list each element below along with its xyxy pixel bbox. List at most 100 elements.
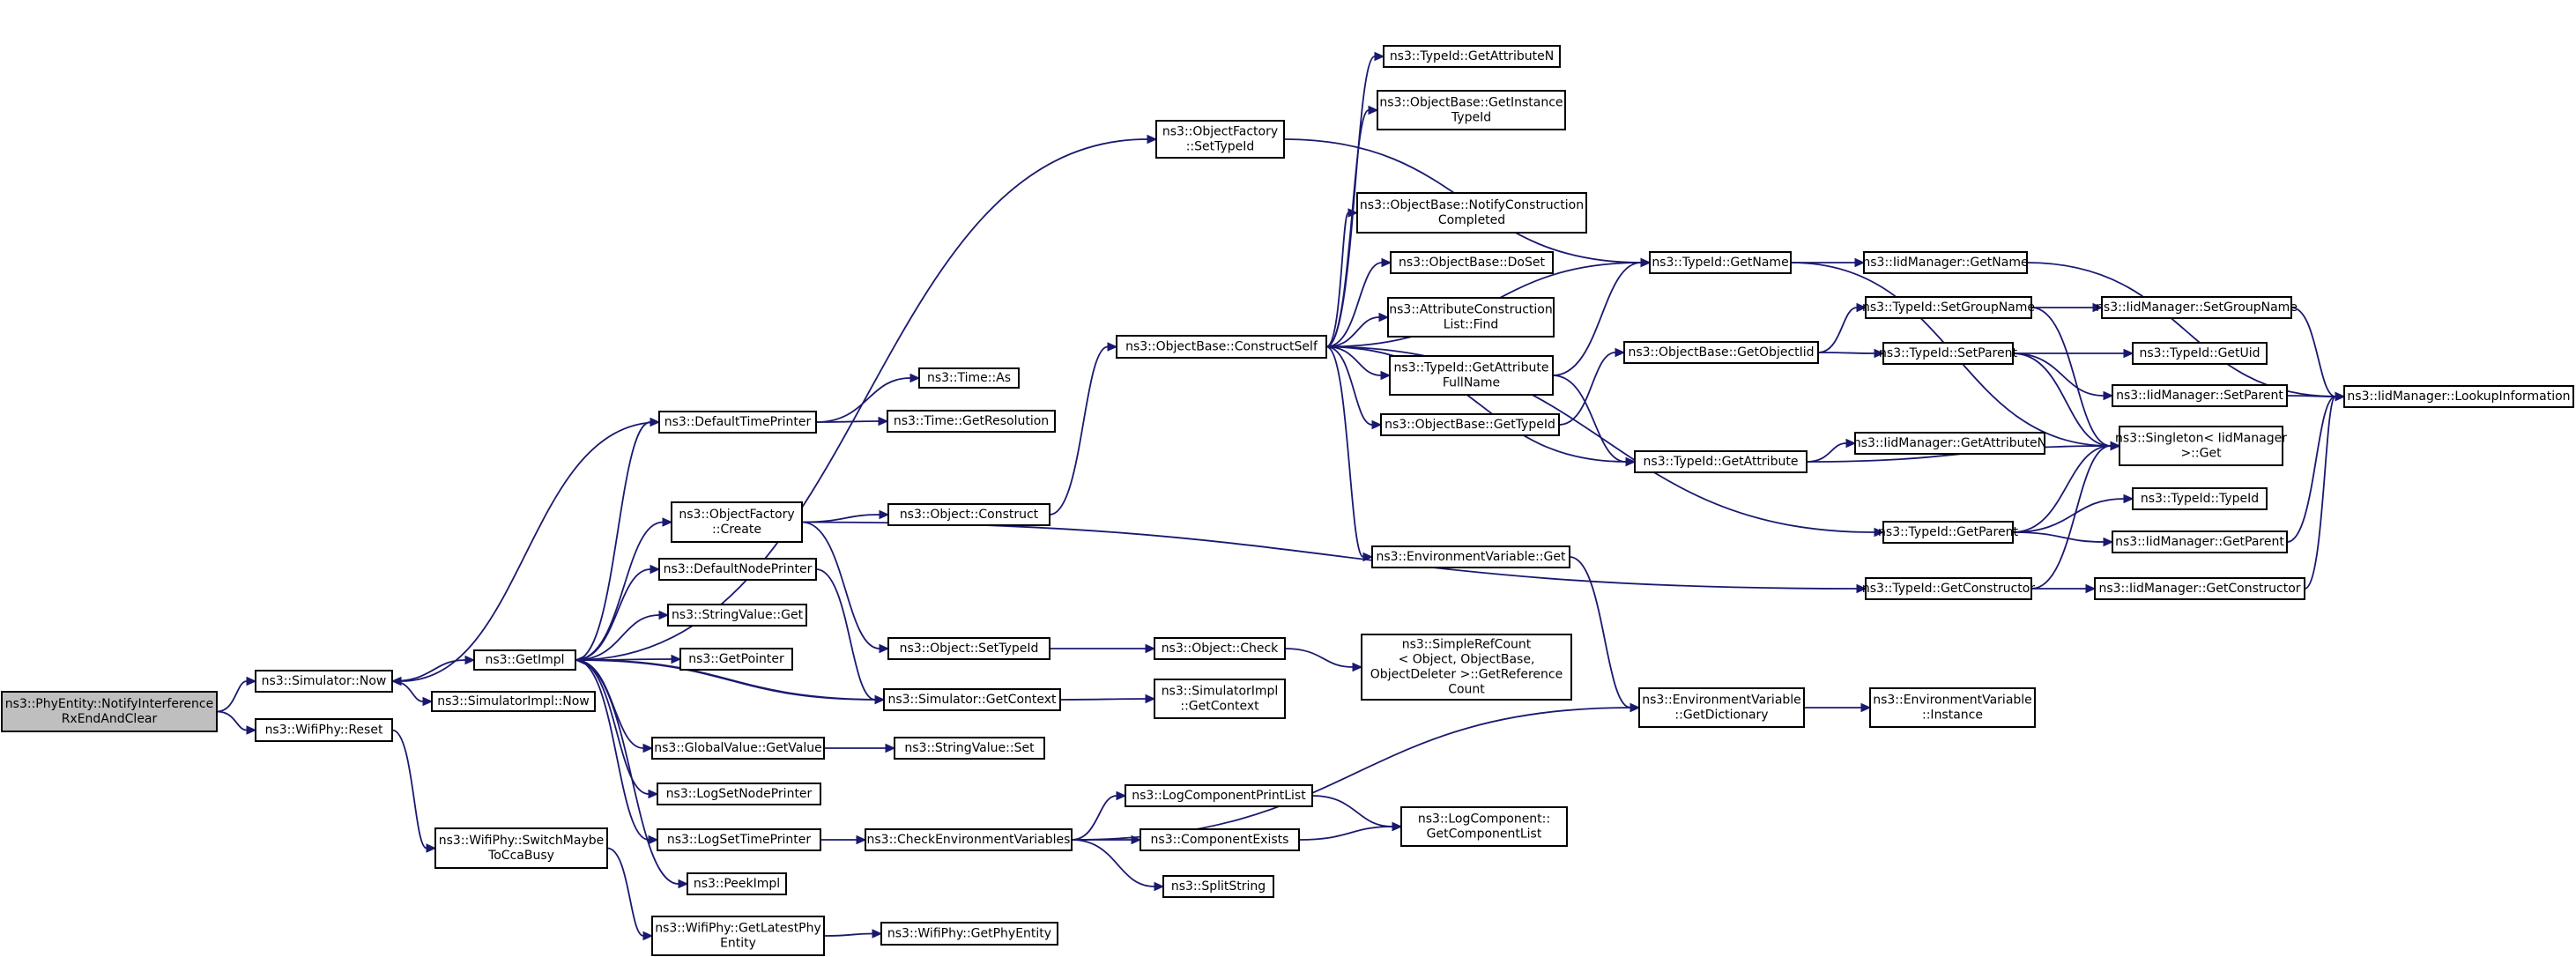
node-label: ns3::WifiPhy::Reset <box>265 723 383 738</box>
node-label: ::Create <box>712 523 761 537</box>
edge-ofcreate-to-tidgetctor <box>801 521 1867 594</box>
node-ns3-object-settypeid[interactable]: ns3::Object::SetTypeId <box>887 637 1050 660</box>
node-label: ns3::ObjectBase::GetInstance <box>1379 96 1563 110</box>
arrowhead-icon <box>650 564 661 575</box>
node-ns3-logsettimeprinter[interactable]: ns3::LogSetTimePrinter <box>657 828 821 851</box>
node-ns3-typeid-getuid[interactable]: ns3::TypeId::GetUid <box>2132 342 2268 365</box>
node-ns3-typeid-setgroupname[interactable]: ns3::TypeId::SetGroupName <box>1862 296 2035 319</box>
edge-line <box>2026 262 2336 397</box>
node-ns3-singleton-iidmanager-get[interactable]: ns3::Singleton< IidManager>::Get <box>2115 426 2287 466</box>
node-ns3-defaultnodeprinter[interactable]: ns3::DefaultNodePrinter <box>658 558 817 581</box>
edge-obgetobjtid-to-tidsetparent <box>1817 348 1885 359</box>
node-label: ns3::GlobalValue::GetValue <box>654 741 821 755</box>
node-ns3-splitstring[interactable]: ns3::SplitString <box>1162 875 1274 898</box>
node-ns3-iidmanager-setgroupname[interactable]: ns3::IidManager::SetGroupName <box>2096 296 2298 319</box>
node-label: ns3::GetImpl <box>485 653 564 667</box>
node-ns3-objectbase-notifyconstruction-completed[interactable]: ns3::ObjectBase::NotifyConstructionCompl… <box>1356 192 1587 234</box>
node-ns3-typeid-typeid[interactable]: ns3::TypeId::TypeId <box>2132 487 2268 510</box>
node-ns3-typeid-setparent[interactable]: ns3::TypeId::SetParent <box>1879 342 2017 365</box>
node-ns3-stringvalue-get[interactable]: ns3::StringValue::Get <box>667 604 807 627</box>
node-ns3-stringvalue-set[interactable]: ns3::StringValue::Set <box>894 737 1045 760</box>
node-ns3-iidmanager-getconstructor[interactable]: ns3::IidManager::GetConstructor <box>2094 577 2305 600</box>
node-ns3-simulatorimpl-now[interactable]: ns3::SimulatorImpl::Now <box>431 691 596 712</box>
node-label: ns3::ComponentExists <box>1151 833 1289 847</box>
edge-tidgetparent-to-iidgetparent <box>2012 531 2114 547</box>
edge-obconstruct-to-obgetinst <box>1325 105 1379 348</box>
node-ns3-componentexists[interactable]: ns3::ComponentExists <box>1140 828 1300 851</box>
node-ns3-logcomponent-getcomponentlist[interactable]: ns3::LogComponent::GetComponentList <box>1400 806 1568 847</box>
node-ns3-time-as[interactable]: ns3::Time::As <box>918 367 1020 389</box>
node-ns3-typeid-getattribute[interactable]: ns3::TypeId::GetAttribute <box>1634 450 1808 473</box>
node-box <box>651 737 825 760</box>
edge-line <box>1552 262 1642 376</box>
node-ns3-objectbase-doset[interactable]: ns3::ObjectBase::DoSet <box>1390 251 1554 274</box>
edge-deftime-to-timeres <box>815 416 889 427</box>
node-ns3-wifiphy-reset[interactable]: ns3::WifiPhy::Reset <box>255 718 393 742</box>
arrowhead-icon <box>885 743 896 753</box>
edge-tidsetparent-to-iidsetparent <box>2012 352 2114 401</box>
node-ns3-objectbase-gettypeid[interactable]: ns3::ObjectBase::GetTypeId <box>1380 413 1560 436</box>
node-ns3-globalvalue-getvalue[interactable]: ns3::GlobalValue::GetValue <box>651 737 825 760</box>
node-ns3-simulator-now[interactable]: ns3::Simulator::Now <box>255 670 393 693</box>
node-ns3-objectfactory-create[interactable]: ns3::ObjectFactory::Create <box>671 501 803 543</box>
edge-compexists-to-logcomplist <box>1298 821 1403 841</box>
node-label: ns3::ObjectFactory <box>1162 125 1278 139</box>
node-ns3-iidmanager-setparent[interactable]: ns3::IidManager::SetParent <box>2112 384 2288 407</box>
node-ns3-getimpl[interactable]: ns3::GetImpl <box>473 649 576 671</box>
node-ns3-simulator-getcontext[interactable]: ns3::Simulator::GetContext <box>883 688 1061 711</box>
node-box <box>657 783 821 805</box>
node-label: ns3::IidManager::GetConstructor <box>2098 582 2300 596</box>
node-ns3-phyentity-notifyinterference-rxendandclear[interactable]: ns3::PhyEntity::NotifyInterferenceRxEndA… <box>1 691 218 732</box>
node-ns3-logcomponentprintlist[interactable]: ns3::LogComponentPrintList <box>1125 784 1313 807</box>
node-label: ns3::Singleton< IidManager <box>2115 432 2287 446</box>
node-ns3-objectfactory-settypeid[interactable]: ns3::ObjectFactory::SetTypeId <box>1155 120 1285 159</box>
node-ns3-iidmanager-getname[interactable]: ns3::IidManager::GetName <box>1862 251 2029 274</box>
node-ns3-environmentvariable-get[interactable]: ns3::EnvironmentVariable::Get <box>1371 545 1570 568</box>
node-ns3-object-check[interactable]: ns3::Object::Check <box>1154 637 1286 660</box>
node-box <box>2132 342 2268 365</box>
node-box <box>887 503 1050 526</box>
node-ns3-simulatorimpl-getcontext[interactable]: ns3::SimulatorImpl::GetContext <box>1154 679 1286 719</box>
edge-tidgetattr-to-iidgetattrn <box>1806 438 1857 463</box>
node-ns3-iidmanager-lookupinformation[interactable]: ns3::IidManager::LookupInformation <box>2343 385 2574 408</box>
node-ns3-logsetnodeprinter[interactable]: ns3::LogSetNodePrinter <box>657 783 821 805</box>
edge-logprint-to-logcomplist <box>1311 795 1403 832</box>
edge-obgettid-to-obgetobjtid <box>1558 347 1626 426</box>
node-ns3-time-getresolution[interactable]: ns3::Time::GetResolution <box>887 410 1056 433</box>
edge-switchcca-to-latestphy <box>606 847 654 941</box>
node-ns3-typeid-getattributen[interactable]: ns3::TypeId::GetAttributeN <box>1383 45 1561 68</box>
node-ns3-objectbase-constructself[interactable]: ns3::ObjectBase::ConstructSelf <box>1116 335 1327 359</box>
node-ns3-typeid-getname[interactable]: ns3::TypeId::GetName <box>1649 251 1792 274</box>
edge-line <box>2012 498 2125 533</box>
arrowhead-icon <box>1145 643 1156 654</box>
edge-tidsetgroup-to-singleton <box>2030 307 2121 451</box>
node-ns3-defaulttimeprinter[interactable]: ns3::DefaultTimePrinter <box>658 411 817 434</box>
edge-tidgetctor-to-iidgetctor <box>2031 583 2097 594</box>
node-ns3-typeid-getconstructor[interactable]: ns3::TypeId::GetConstructor <box>1862 577 2035 600</box>
node-ns3-getpointer[interactable]: ns3::GetPointer <box>679 648 793 671</box>
node-ns3-peekimpl[interactable]: ns3::PeekImpl <box>687 872 787 895</box>
node-ns3-iidmanager-getattributen[interactable]: ns3::IidManager::GetAttributeN <box>1853 432 2046 455</box>
arrowhead-icon <box>1147 134 1158 145</box>
node-box <box>887 637 1050 660</box>
node-label: ns3::TypeId::TypeId <box>2141 492 2259 506</box>
node-ns3-wifiphy-getphyentity[interactable]: ns3::WifiPhy::GetPhyEntity <box>880 922 1058 946</box>
node-ns3-checkenvironmentvariables[interactable]: ns3::CheckEnvironmentVariables <box>865 828 1073 851</box>
node-box <box>671 501 803 543</box>
node-ns3-objectbase-getobjectiid[interactable]: ns3::ObjectBase::GetObjectIid <box>1623 341 1819 364</box>
node-label: ns3::ObjectBase::GetTypeId <box>1385 418 1555 432</box>
node-ns3-typeid-getparent[interactable]: ns3::TypeId::GetParent <box>1878 521 2018 544</box>
arrowhead-icon <box>2110 441 2121 451</box>
node-box <box>687 872 787 895</box>
node-ns3-environmentvariable-instance[interactable]: ns3::EnvironmentVariable::Instance <box>1869 687 2036 728</box>
node-ns3-iidmanager-getparent[interactable]: ns3::IidManager::GetParent <box>2112 530 2288 553</box>
node-ns3-object-construct[interactable]: ns3::Object::Construct <box>887 503 1050 526</box>
node-ns3-simplerefcount-object-objectbase-objectdeleter-getreference-count[interactable]: ns3::SimpleRefCount< Object, ObjectBase,… <box>1361 634 1572 701</box>
node-ns3-environmentvariable-getdictionary[interactable]: ns3::EnvironmentVariable::GetDictionary <box>1638 687 1805 728</box>
node-label: ns3::IidManager::LookupInformation <box>2347 389 2570 404</box>
